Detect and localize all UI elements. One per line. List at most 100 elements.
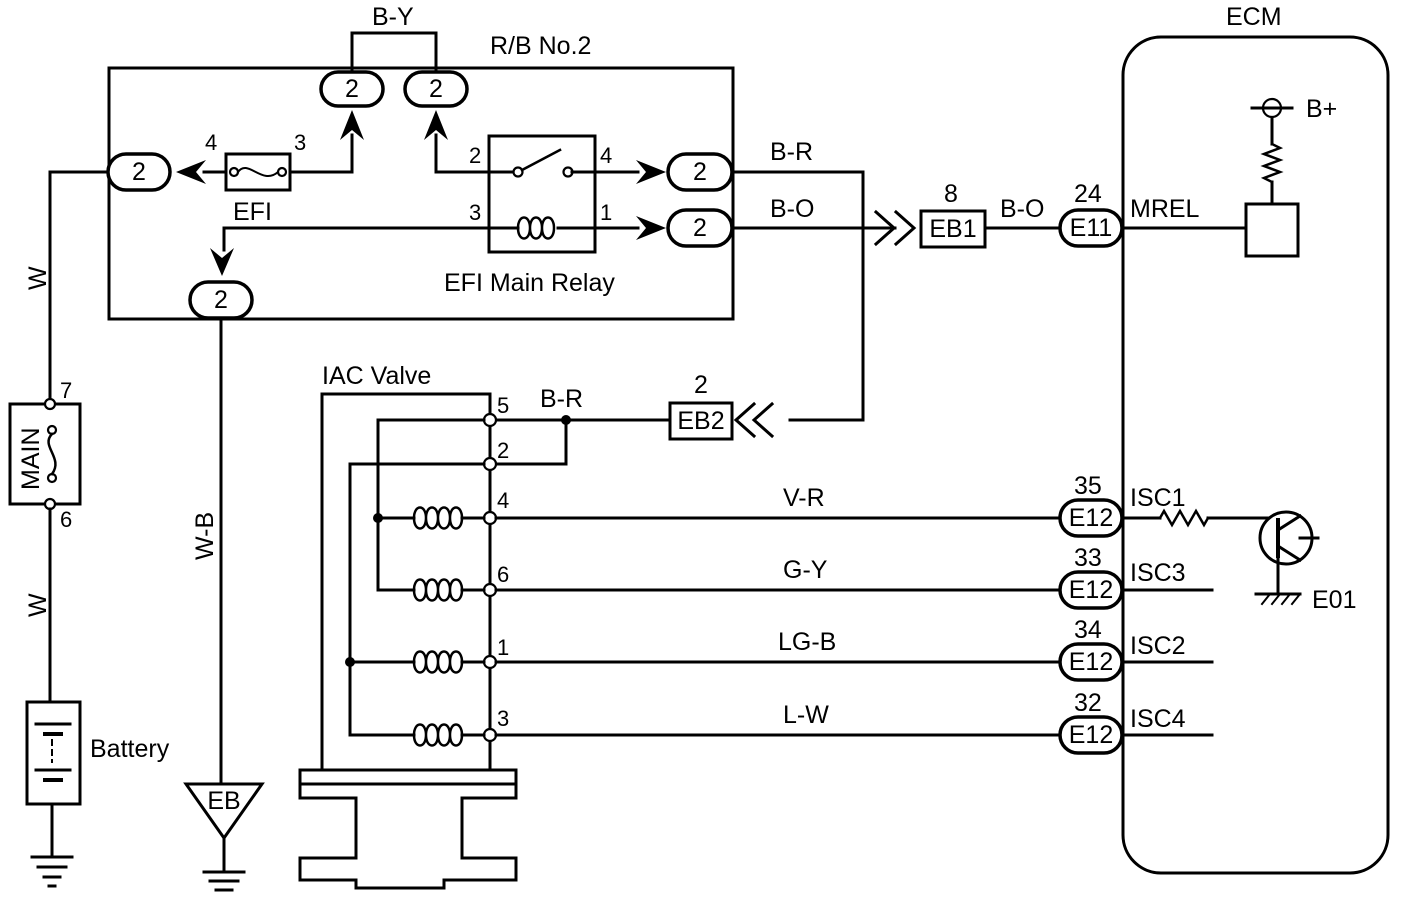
relay-block-outline [107,66,735,321]
relay-coil [516,216,556,240]
ecm-title: ECM [1226,3,1282,31]
iac-pin-1-node [482,654,498,670]
transistor-leads [1275,513,1320,563]
switch-contact [512,166,524,178]
iac-pin-6: 6 [497,562,509,587]
connector-top-right-label: 2 [429,75,443,103]
connector-right-bottom: 2 [666,208,734,248]
iac-pin-6-node [482,582,498,598]
fuse-pin-3: 3 [294,130,306,155]
relay-name-label: EFI Main Relay [444,269,615,297]
connector-eb2-pin: 2 [694,371,708,399]
ecm-outline [1121,35,1390,875]
connector-e12-pin: 35 [1074,472,1102,500]
mrel-label: MREL [1130,195,1200,223]
connector-top-left: 2 [319,70,385,108]
w-b-ground-section: W-B EB [183,316,265,892]
resistor-icon [1158,508,1210,528]
iac-pin-5-node [482,412,498,428]
ground-icon [202,870,246,892]
iac-coil-4 [412,723,464,747]
wire-relay-switch-in [434,133,520,174]
arrow-up-icon [424,110,448,140]
wire-fuse-feed [288,133,354,174]
relay-pin-2: 2 [469,143,481,168]
wire-g-y-label: G-Y [783,556,828,584]
wire-b-r-iac-label: B-R [540,385,583,413]
iac-signal-wires: V-R G-Y LG-B L-W [494,484,1062,737]
wire-lg-b-label: LG-B [778,628,836,656]
fuse-element [236,166,280,178]
wire-l-w-label: L-W [783,701,829,729]
main-fuse-label: MAIN [17,428,45,491]
relay-block-title: R/B No.2 [490,32,591,60]
mrel-driver-box [1244,202,1300,258]
wire-b-r-label: B-R [770,138,813,166]
iac-pin-1: 1 [497,635,509,660]
connector-eb2-label: EB2 [677,407,724,435]
ground-icon [1254,592,1302,606]
ground-point-eb-label: EB [207,787,240,815]
arrow-right-icon [636,216,666,240]
chevron-right-icon [873,209,917,247]
iac-coil-3 [412,650,464,674]
connector-bottom: 2 [188,280,254,320]
b-y-jumper-wire [350,31,438,74]
connector-e12-label: E12 [1069,576,1113,604]
arrow-down-icon [210,248,234,276]
wire-w-top-label: W [24,266,52,290]
connector-e12-pin: 32 [1074,689,1102,717]
iac-pin-3: 3 [497,706,509,731]
iac-pin-4: 4 [497,488,509,513]
wire-w-b-label: W-B [191,512,219,560]
relay-output-wiring: B-R B-O EB1 8 B-O EB2 2 B-R [488,138,1062,466]
relay-block: R/B No.2 B-Y 2 2 3 4 EFI 2 [106,3,735,321]
relay-switch-arm [520,148,562,172]
connector-left-label: 2 [132,158,146,186]
wire-w-bottom-label: W [24,593,52,617]
iac-valve-base [298,768,518,890]
main-fuse-pin-7: 7 [60,378,72,403]
wire-v-r-label: V-R [783,484,825,512]
iac-valve: IAC Valve 5 2 4 6 1 3 [298,362,518,890]
iac-pin-3-node [482,727,498,743]
iac-pin-2-node [482,456,498,472]
connector-bottom-label: 2 [214,286,228,314]
relay-pin-1: 1 [600,200,612,225]
wire-w-top [48,170,110,402]
main-fuse-pin-7-node [43,397,57,411]
connector-e12-label: E12 [1069,504,1113,532]
connector-e12-pin: 34 [1074,616,1102,644]
wire-b-o-label: B-O [770,195,814,223]
main-fuse-element [47,432,57,476]
wire-splice-pin2 [488,418,568,466]
connector-e11-label: E11 [1070,214,1113,242]
battery-case [25,700,82,806]
ecm: ECM E11 24 MREL B+ E1235E1233E1234E1232 … [1058,3,1390,875]
isc3-label: ISC3 [1130,559,1186,587]
isc1-label: ISC1 [1130,484,1186,512]
iac-coil-1 [412,506,464,530]
arrow-right-icon [636,160,666,184]
connector-top-left-label: 2 [345,75,359,103]
connector-eb1-pin: 8 [944,180,958,208]
connector-e11-pin: 24 [1074,180,1102,208]
fuse-pin-4: 4 [205,130,217,155]
ground-icon [30,855,74,888]
iac-valve-title: IAC Valve [322,362,431,390]
isc2-label: ISC2 [1130,632,1186,660]
wire-b-o-ecm-label: B-O [1000,195,1044,223]
connector-top-right: 2 [403,70,469,108]
iac-pin-2: 2 [497,438,509,463]
iac-common-b [348,462,486,737]
connector-right-bottom-label: 2 [693,214,707,242]
chevron-left-icon [733,401,775,439]
wire-b-r [730,170,865,422]
relay-pin-3: 3 [469,200,481,225]
power-supply-section: W 7 6 MAIN W Battery [8,170,170,888]
iac-pin-5: 5 [497,393,509,418]
